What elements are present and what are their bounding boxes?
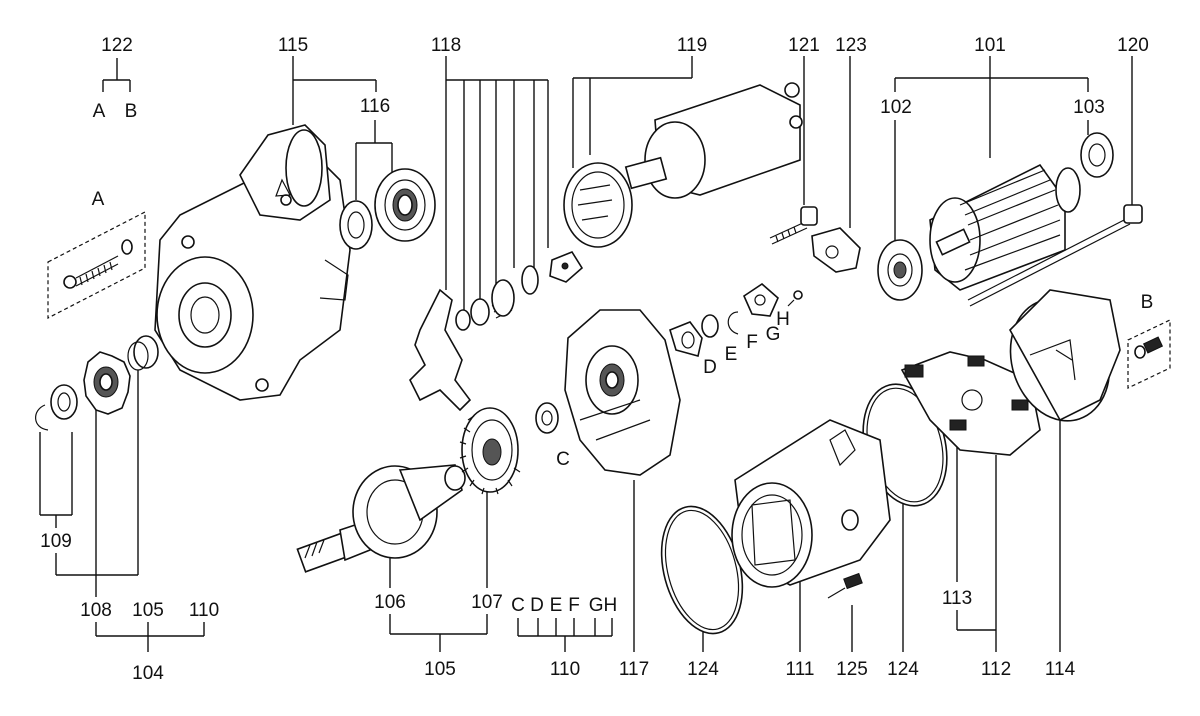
label-h: H: [776, 309, 790, 330]
detail-box-b: [1127, 319, 1171, 389]
washer-set: [535, 282, 803, 434]
label-105-left: 105: [132, 600, 164, 621]
solenoid-switch: [563, 82, 803, 248]
label-f: F: [746, 332, 758, 353]
screw-a: [63, 239, 133, 289]
label-111: 111: [786, 659, 815, 680]
label-102: 102: [880, 97, 912, 118]
label-117: 117: [619, 659, 649, 680]
brush-holder-assembly: [900, 351, 1041, 456]
label-a-top: A: [93, 101, 106, 122]
part-labels: 122 A B 115 116 118 119 121 123 101 120 …: [40, 35, 1153, 684]
label-b-detail: B: [1141, 292, 1154, 313]
screw-b: [1134, 336, 1164, 359]
label-d: D: [703, 357, 717, 378]
brush: [827, 572, 863, 599]
pinion-gear-group: [35, 335, 159, 431]
planetary-gear: [459, 407, 521, 495]
label-103: 103: [1073, 97, 1105, 118]
label-124-right: 124: [887, 659, 919, 680]
rear-end-cover: [1009, 289, 1121, 422]
label-101: 101: [974, 35, 1006, 56]
label-110-left: 110: [189, 600, 219, 621]
label-e: E: [725, 344, 738, 365]
center-housing: [564, 309, 681, 476]
label-118: 118: [431, 35, 461, 56]
label-123: 123: [835, 35, 867, 56]
leader-lines: [39, 56, 1133, 652]
label-seq-d: D: [530, 595, 544, 616]
label-105-center: 105: [424, 659, 456, 680]
label-115: 115: [278, 35, 308, 56]
label-seq-f: F: [568, 595, 580, 616]
label-104: 104: [132, 663, 164, 684]
label-107: 107: [471, 592, 503, 613]
label-125: 125: [836, 659, 868, 680]
label-112: 112: [981, 659, 1011, 680]
label-a-detail: A: [92, 189, 105, 210]
label-c: C: [556, 449, 570, 470]
label-116: 116: [360, 96, 390, 117]
label-seq-e: E: [550, 595, 563, 616]
pinion-shaft: [296, 464, 466, 573]
label-108: 108: [80, 600, 112, 621]
label-121: 121: [788, 35, 820, 56]
through-bolt: [967, 204, 1143, 307]
label-seq-c: C: [511, 595, 525, 616]
label-106: 106: [374, 592, 406, 613]
yoke-field-frame: [731, 419, 891, 588]
solenoid-bolt: [769, 206, 818, 245]
bearing-and-seal: [339, 168, 436, 250]
label-110-center: 110: [550, 659, 580, 680]
label-109: 109: [40, 531, 72, 552]
label-120: 120: [1117, 35, 1149, 56]
shift-lever-and-springs: [409, 251, 584, 412]
label-g: G: [766, 324, 781, 345]
label-b-top: B: [125, 101, 138, 122]
label-122: 122: [101, 35, 133, 56]
drive-housing: [154, 124, 351, 401]
label-114: 114: [1045, 659, 1076, 680]
label-seq-gh: GH: [589, 595, 618, 616]
label-119: 119: [677, 35, 707, 56]
detail-box-a: [47, 211, 146, 319]
armature: [877, 132, 1114, 301]
brush-plate-bracket: [811, 227, 861, 273]
label-124-left: 124: [687, 659, 719, 680]
label-113: 113: [942, 588, 972, 609]
